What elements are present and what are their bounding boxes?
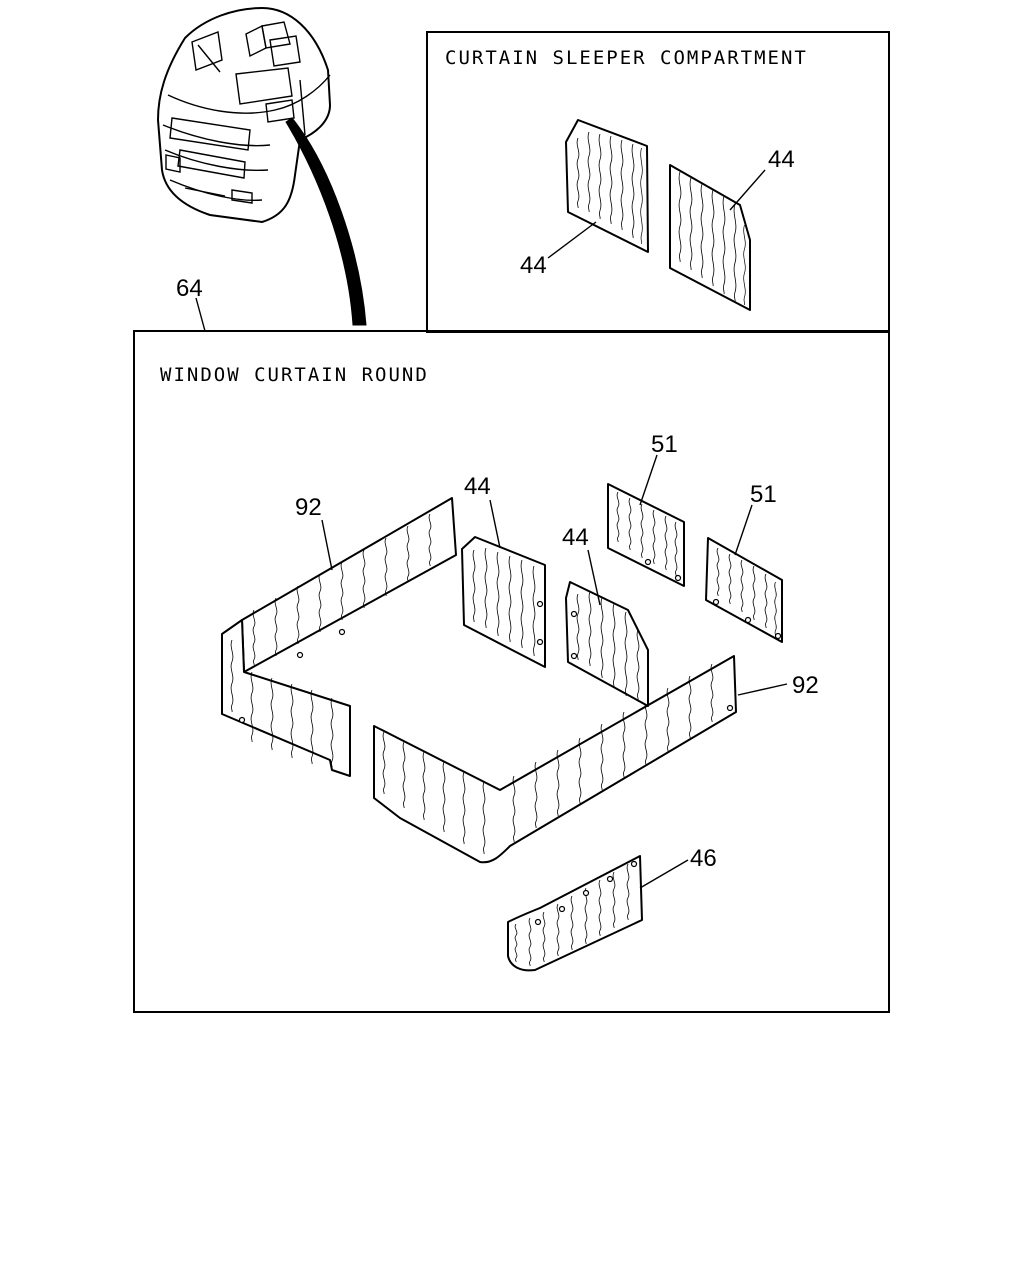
callout-round-lower-strip: 46 <box>690 845 717 872</box>
leader-round-back <box>321 519 333 571</box>
sleeper-curtain-right <box>669 164 751 311</box>
callout-sleeper-left: 44 <box>520 252 547 279</box>
round-frame <box>133 330 890 1013</box>
callout-round-side-b: 44 <box>562 524 589 551</box>
callout-round-back: 92 <box>295 494 322 521</box>
leader-sleeper-right <box>729 169 766 211</box>
leader-main-assembly <box>195 297 206 332</box>
leader-round-side-a <box>489 499 501 549</box>
leader-round-side-b <box>587 549 601 606</box>
round-lower-strip <box>507 855 643 972</box>
leader-round-front <box>737 683 788 696</box>
sleeper-curtain-left <box>565 119 649 253</box>
callout-main-assembly: 64 <box>176 275 203 302</box>
callout-round-small-b: 51 <box>750 481 777 508</box>
round-side-panel-a <box>461 536 546 668</box>
sleeper-frame <box>426 31 890 333</box>
truck-cab-icon <box>156 6 332 224</box>
round-small-panel-b <box>705 537 783 643</box>
round-small-panel-a <box>607 483 685 587</box>
round-back-band <box>221 497 457 777</box>
sleeper-title: CURTAIN SLEEPER COMPARTMENT <box>445 47 808 69</box>
callout-round-small-a: 51 <box>651 431 678 458</box>
leader-round-small-b <box>734 504 753 556</box>
round-front-band <box>373 655 737 864</box>
leader-round-small-a <box>639 454 658 506</box>
leader-arrow-icon <box>285 117 367 326</box>
callout-round-front: 92 <box>792 672 819 699</box>
round-title: WINDOW CURTAIN ROUND <box>160 364 429 386</box>
callout-round-side-a: 44 <box>464 473 491 500</box>
round-side-panel-b <box>565 581 649 707</box>
callout-sleeper-right: 44 <box>768 146 795 173</box>
leader-sleeper-left <box>547 221 597 259</box>
leader-round-lower-strip <box>639 859 689 889</box>
